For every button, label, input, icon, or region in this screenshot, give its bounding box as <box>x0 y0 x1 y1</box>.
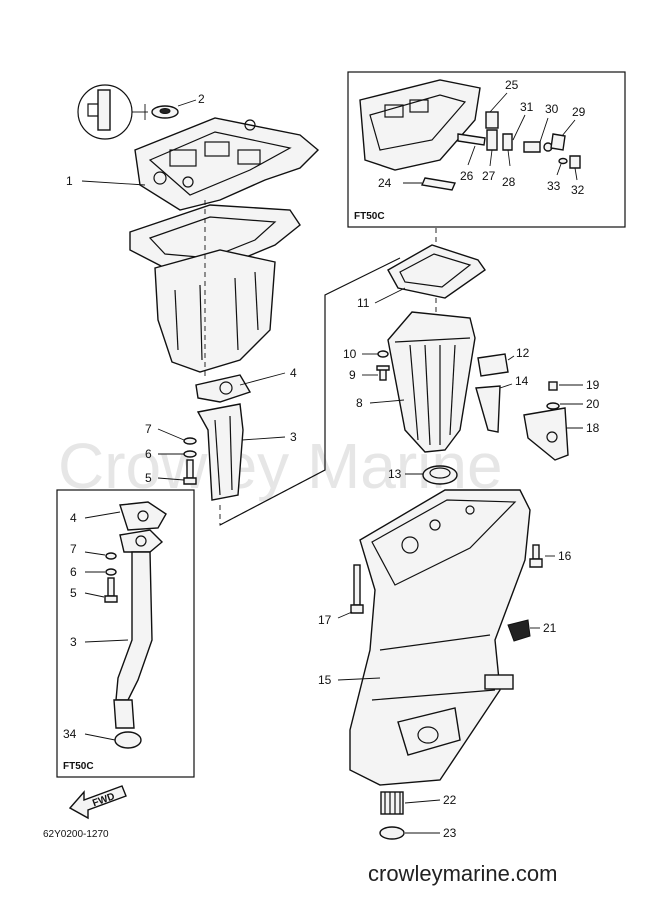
callout-18: 18 <box>586 421 600 435</box>
bolt-washer-stack <box>183 437 197 485</box>
callout-9: 9 <box>349 368 356 382</box>
exhaust-guide <box>195 374 252 501</box>
callout-8: 8 <box>356 396 363 410</box>
callout-26: 26 <box>460 169 474 183</box>
callout-16: 16 <box>558 549 572 563</box>
callout-13: 13 <box>388 467 402 481</box>
damper <box>475 385 501 433</box>
callout-l4: 4 <box>70 511 77 525</box>
ft50c-top-inset <box>347 71 626 228</box>
muffler <box>387 311 476 453</box>
callout-3: 3 <box>290 430 297 444</box>
upper-casing-assembly <box>129 117 320 373</box>
callout-10: 10 <box>343 347 357 361</box>
callout-4: 4 <box>290 366 297 380</box>
inset-label-top: FT50C <box>354 211 385 222</box>
upper-casing <box>349 489 531 786</box>
callout-22: 22 <box>443 793 457 807</box>
callout-34: 34 <box>63 727 77 741</box>
muffler-bolt-washer <box>376 350 390 381</box>
grommet <box>422 465 458 485</box>
callout-33: 33 <box>547 179 561 193</box>
callout-12: 12 <box>516 346 530 360</box>
callout-15: 15 <box>318 673 332 687</box>
callout-14: 14 <box>515 374 529 388</box>
callout-20: 20 <box>586 397 600 411</box>
small-grommet <box>507 619 531 642</box>
website-footer: crowleymarine.com <box>368 861 558 886</box>
diagram-code: 62Y0200-1270 <box>43 829 109 840</box>
cover-plate <box>523 381 569 461</box>
callout-2: 2 <box>198 92 205 106</box>
callout-31: 31 <box>520 100 534 114</box>
callout-24: 24 <box>378 176 392 190</box>
callout-25: 25 <box>505 78 519 92</box>
callout-17: 17 <box>318 613 332 627</box>
callout-30: 30 <box>545 102 559 116</box>
callout-32: 32 <box>571 183 585 197</box>
callout-28: 28 <box>502 175 516 189</box>
callout-6: 6 <box>145 447 152 461</box>
inset-label-left: FT50C <box>63 761 94 772</box>
callout-7: 7 <box>145 422 152 436</box>
callout-27: 27 <box>482 169 496 183</box>
fwd-label: FWD <box>91 791 116 809</box>
fwd-arrow-icon: FWD <box>68 785 127 820</box>
callout-l7: 7 <box>70 542 77 556</box>
callout-11: 11 <box>357 296 370 310</box>
drive-collar <box>379 791 405 840</box>
callout-l5: 5 <box>70 586 77 600</box>
casing-bolt-long <box>350 564 364 614</box>
callout-5: 5 <box>145 471 152 485</box>
callout-23: 23 <box>443 826 457 840</box>
callout-29: 29 <box>572 105 586 119</box>
callout-1: 1 <box>66 174 73 188</box>
callout-19: 19 <box>586 378 600 392</box>
callout-21: 21 <box>543 621 557 635</box>
ft50c-left-inset <box>56 489 195 778</box>
casing-bolt-right <box>529 544 543 568</box>
muffler-gasket <box>387 244 486 299</box>
plug-part <box>151 99 197 119</box>
pipe-detail-inset <box>77 84 148 140</box>
callout-l3: 3 <box>70 635 77 649</box>
callout-l6: 6 <box>70 565 77 579</box>
rubber-seal <box>477 353 509 377</box>
